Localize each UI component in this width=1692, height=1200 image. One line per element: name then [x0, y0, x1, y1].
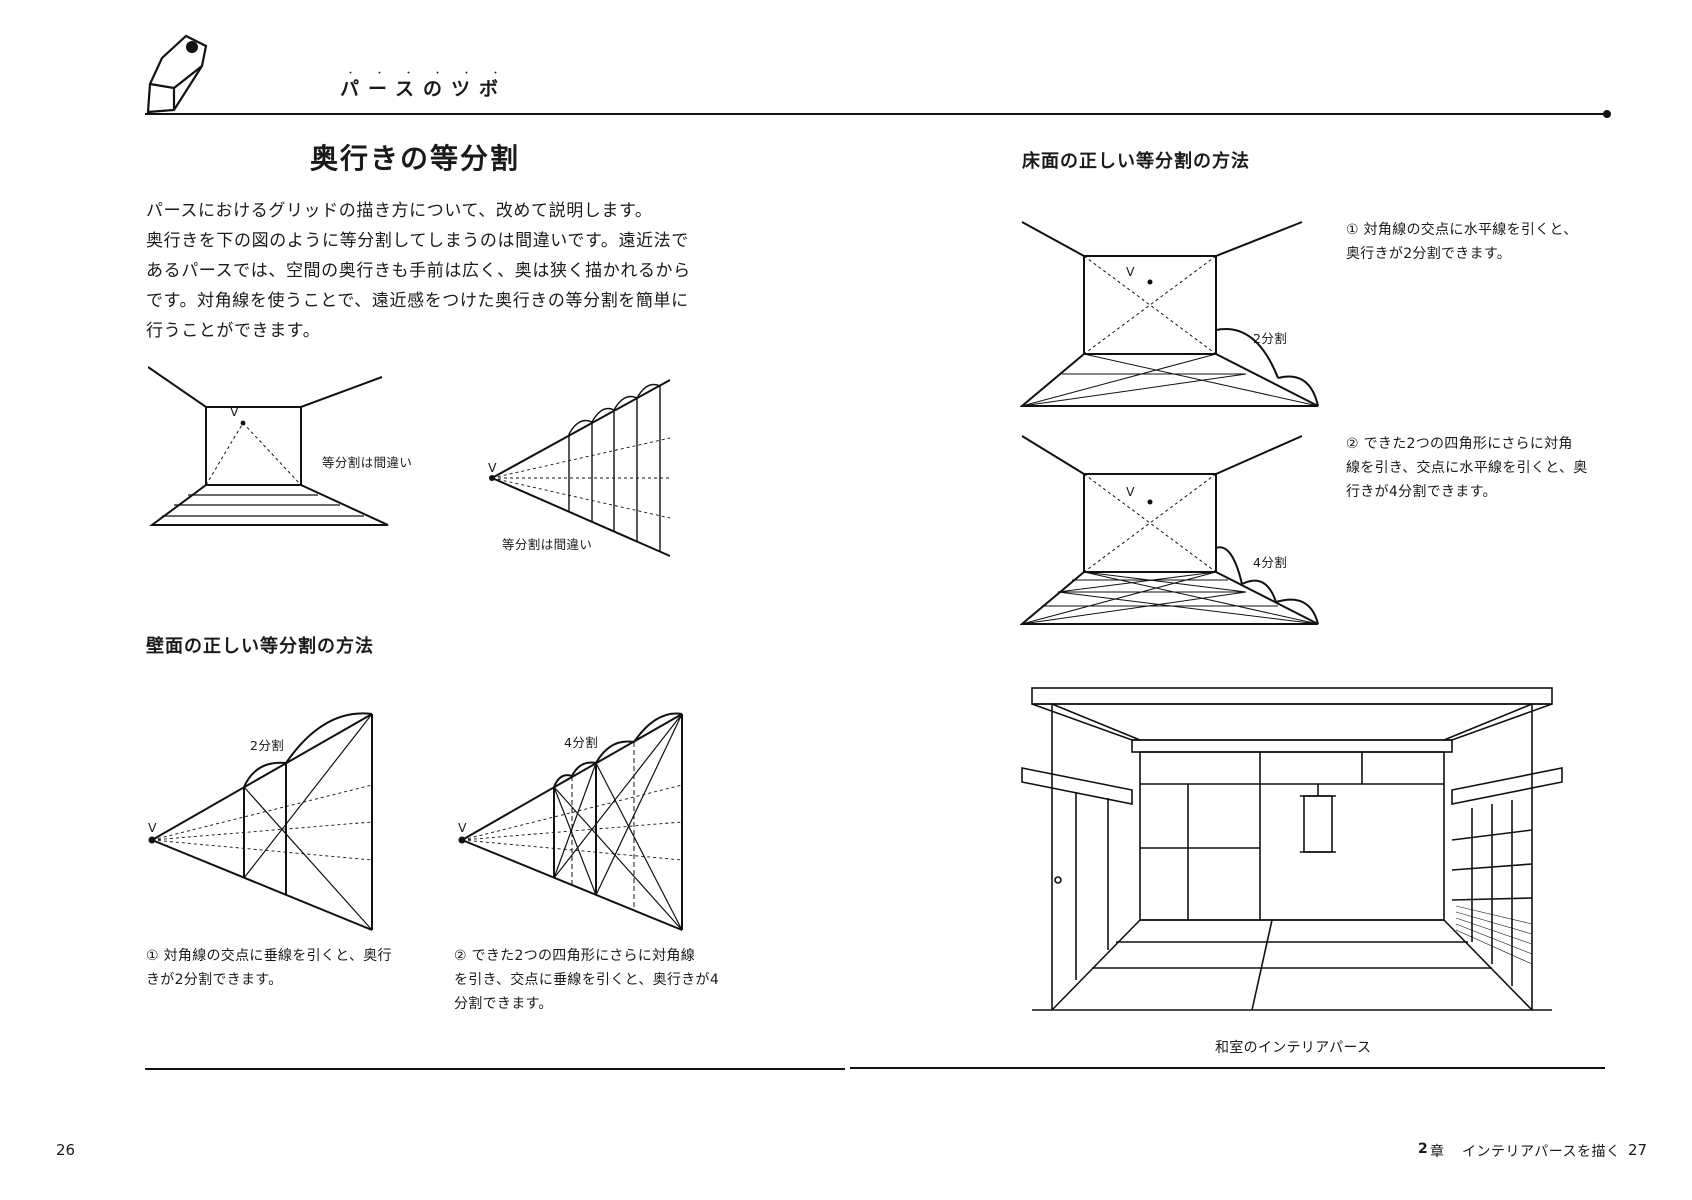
division-label: 4分割 — [1253, 555, 1288, 570]
caption-line: を引き、交点に垂線を引くと、奥行きが4 — [454, 972, 720, 988]
page-title: 奥行きの等分割 — [310, 142, 521, 175]
page-number-right: 27 — [1628, 1141, 1648, 1159]
caption-line: ② できた2つの四角形にさらに対角 — [1346, 436, 1573, 452]
chapter-title: インテリアパースを描く — [1462, 1144, 1621, 1160]
body-text-line: 奥行きを下の図のように等分割してしまうのは間違いです。遠近法で — [146, 231, 689, 251]
wall-division-4-figure — [458, 712, 683, 931]
japanese-room-perspective-illustration — [1021, 687, 1563, 1011]
v-label: V — [230, 404, 239, 419]
floor-division-2-figure — [1020, 221, 1319, 407]
page-number-left: 26 — [56, 1141, 76, 1159]
caption-line: きが2分割できます。 — [146, 972, 283, 988]
wrong-note: 等分割は間違い — [322, 455, 413, 470]
v-label: V — [488, 460, 497, 475]
v-label: V — [148, 820, 157, 835]
caption-line: 分割できます。 — [454, 996, 553, 1012]
caption-line: ① 対角線の交点に垂線を引くと、奥行 — [146, 948, 392, 964]
caption-line: 奥行きが2分割できます。 — [1346, 246, 1512, 262]
body-text-line: 行うことができます。 — [146, 321, 321, 341]
header-rule — [145, 110, 1611, 118]
section-heading: 壁面の正しい等分割の方法 — [146, 636, 374, 657]
wrong-wall-division-figure — [489, 379, 671, 557]
v-label: V — [1126, 264, 1135, 279]
body-text-line: パースにおけるグリッドの描き方について、改めて説明します。 — [146, 201, 653, 221]
chapter-word: 章 — [1430, 1144, 1445, 1160]
chapter-number: 2 — [1418, 1141, 1429, 1157]
v-label: V — [1126, 484, 1135, 499]
bottom-rule — [145, 1067, 1605, 1070]
wrong-floor-division-figure — [148, 366, 389, 526]
v-label: V — [458, 820, 467, 835]
wrong-note: 等分割は間違い — [502, 537, 593, 552]
section-heading: 床面の正しい等分割の方法 — [1022, 151, 1250, 172]
floor-division-4-figure — [1020, 435, 1319, 625]
caption-line: 線を引き、交点に水平線を引くと、奥 — [1346, 460, 1588, 476]
caption-line: ① 対角線の交点に水平線を引くと、 — [1346, 222, 1578, 238]
header-label: パースのツボ — [340, 78, 508, 100]
illustration-caption: 和室のインテリアパース — [1215, 1040, 1372, 1056]
division-label: 2分割 — [250, 738, 285, 753]
caption-line: ② できた2つの四角形にさらに対角線 — [454, 948, 696, 964]
body-text-line: です。対角線を使うことで、遠近感をつけた奥行きの等分割を簡単に — [146, 291, 689, 311]
pencil-icon — [146, 34, 208, 114]
wall-division-2-figure — [148, 712, 373, 931]
body-text-line: あるパースでは、空間の奥行きも手前は広く、奥は狭く描かれるから — [146, 261, 691, 281]
division-label: 4分割 — [564, 735, 599, 750]
caption-line: 行きが4分割できます。 — [1346, 484, 1497, 500]
emphasis-dots: ・・・・・・ — [346, 69, 521, 79]
division-label: 2分割 — [1253, 331, 1288, 346]
